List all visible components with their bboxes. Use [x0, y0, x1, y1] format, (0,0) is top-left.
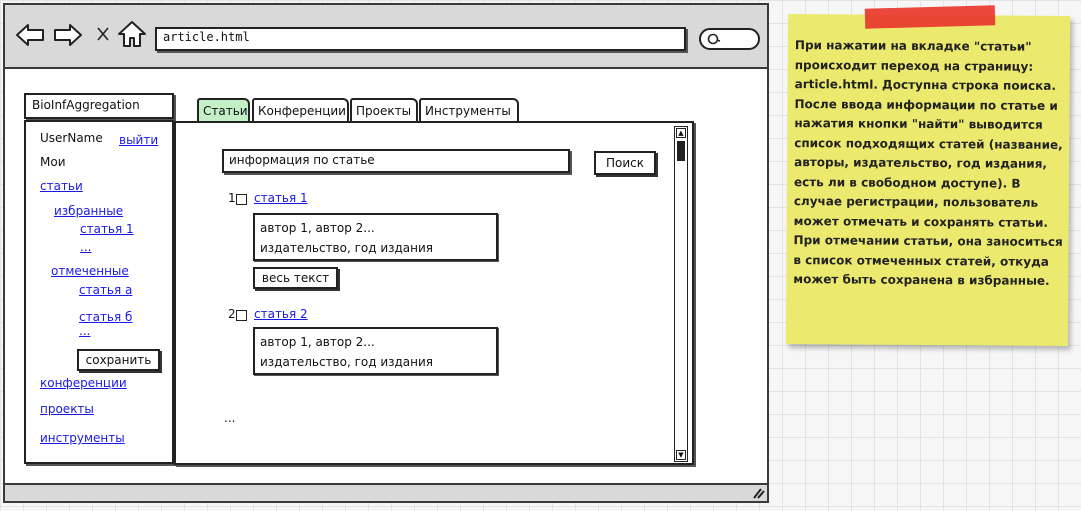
browser-search-pill[interactable]: [699, 28, 760, 50]
url-field[interactable]: article.html: [155, 27, 686, 51]
result-1-authors: автор 1, автор 2...: [260, 221, 375, 235]
browser-statusbar: [5, 483, 767, 501]
full-text-button[interactable]: весь текст: [253, 267, 338, 289]
scroll-up-arrow-icon[interactable]: ▲: [676, 128, 686, 138]
search-icon: [707, 33, 721, 45]
marked-article-b-link[interactable]: статья б: [79, 310, 133, 324]
marked-link[interactable]: отмеченные: [51, 264, 129, 278]
site-title: BioInfAggregation: [24, 93, 174, 119]
save-button[interactable]: сохранить: [77, 349, 160, 371]
note-text: При нажатии на вкладке "статьи" происход…: [793, 38, 1063, 288]
conferences-link[interactable]: конференции: [40, 376, 127, 390]
result-2-checkbox[interactable]: [236, 310, 247, 321]
result-2-title-link[interactable]: статья 2: [254, 307, 308, 321]
articles-link[interactable]: статьи: [40, 179, 83, 193]
results-ellipsis: ...: [224, 411, 236, 425]
sidebar: UserName выйти Мои статьи избранные стат…: [24, 120, 174, 464]
my-label: Мои: [40, 155, 66, 169]
search-input[interactable]: информация по статье: [222, 149, 570, 173]
browser-toolbar: article.html: [5, 5, 767, 69]
favorites-link[interactable]: избранные: [54, 204, 124, 218]
tab-tools[interactable]: Инструменты: [419, 98, 519, 123]
username-label: UserName: [40, 131, 103, 145]
forward-arrow-icon[interactable]: [53, 22, 83, 48]
result-number: 1: [228, 191, 236, 205]
marked-article-a-link[interactable]: статья а: [79, 283, 133, 297]
tools-link[interactable]: инструменты: [40, 431, 125, 445]
result-2-publisher: издательство, год издания: [260, 355, 434, 369]
result-number: 2: [228, 307, 236, 321]
scrollbar[interactable]: ▲ ▼: [674, 126, 688, 462]
logout-link[interactable]: выйти: [119, 133, 159, 147]
projects-link[interactable]: проекты: [40, 402, 94, 416]
back-arrow-icon[interactable]: [15, 22, 45, 48]
result-2-info: автор 1, автор 2... издательство, год из…: [253, 327, 498, 375]
content-panel: информация по статье Поиск 1 статья 1 ав…: [174, 121, 694, 465]
tab-conferences[interactable]: Конференции: [252, 98, 349, 123]
result-1-title-link[interactable]: статья 1: [254, 191, 308, 205]
result-2-authors: автор 1, автор 2...: [260, 335, 375, 349]
scroll-down-arrow-icon[interactable]: ▼: [676, 450, 686, 460]
fav-more-link[interactable]: ...: [80, 240, 92, 254]
close-x-icon[interactable]: [96, 26, 110, 42]
result-1-checkbox[interactable]: [236, 194, 247, 205]
fav-article-1-link[interactable]: статья 1: [80, 222, 134, 236]
resize-grip-icon[interactable]: [751, 487, 765, 499]
search-button[interactable]: Поиск: [594, 151, 656, 175]
result-1-publisher: издательство, год издания: [260, 241, 434, 255]
scroll-thumb[interactable]: [677, 141, 685, 161]
tab-projects[interactable]: Проекты: [350, 98, 418, 123]
note-tape: [864, 5, 996, 29]
marked-more-link[interactable]: ...: [79, 324, 91, 338]
tab-articles[interactable]: Статьи: [197, 98, 250, 123]
result-1-info: автор 1, автор 2... издательство, год из…: [253, 213, 498, 261]
home-icon[interactable]: [117, 20, 147, 48]
sticky-note: При нажатии на вкладке "статьи" происход…: [785, 14, 1071, 346]
